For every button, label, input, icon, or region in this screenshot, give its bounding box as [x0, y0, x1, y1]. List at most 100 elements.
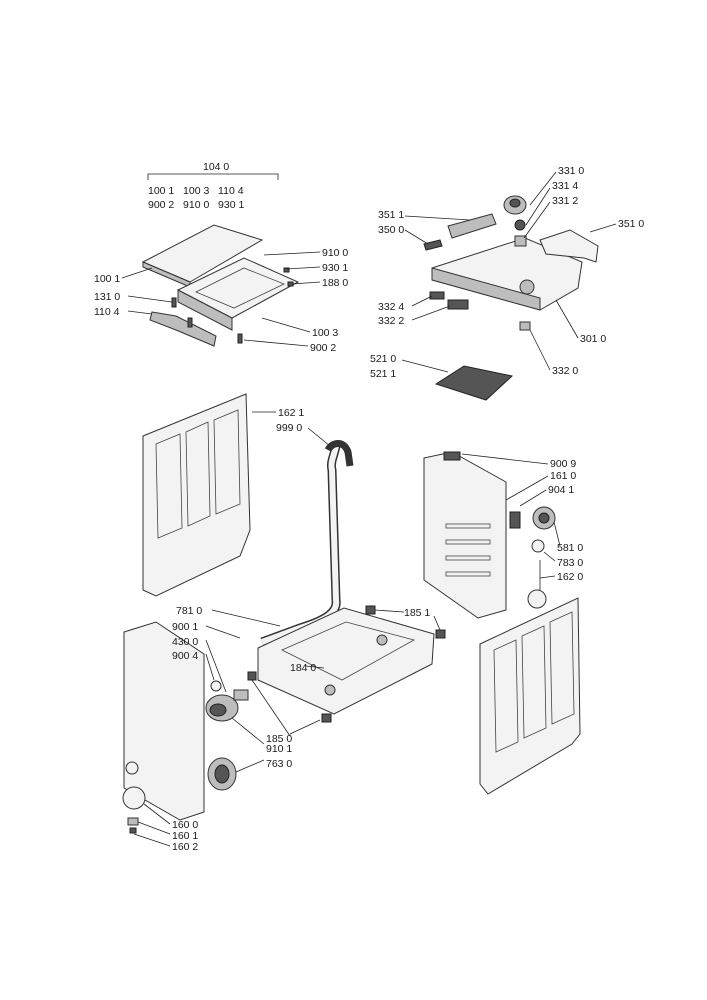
leader: [404, 229, 429, 245]
door-bellows-inner: [214, 764, 230, 784]
label-910-0: 910 0: [322, 247, 348, 259]
label-184-0: 184 0: [290, 662, 316, 674]
leader: [263, 251, 321, 256]
label-160-1: 160 1: [172, 830, 198, 842]
label-351-0: 351 0: [618, 218, 644, 230]
base-group: 185 1 184 0 185 0: [247, 605, 446, 745]
drain-pump-core: [538, 512, 550, 524]
leader: [231, 717, 265, 745]
label-900-9: 900 9: [550, 458, 576, 470]
hose-clip: [443, 451, 461, 461]
button-small: [519, 321, 531, 331]
panel-rib: [155, 433, 183, 539]
leader: [539, 575, 556, 579]
label-900-4: 900 4: [172, 650, 198, 662]
sump-outlet: [233, 689, 249, 701]
connector: [509, 511, 521, 529]
control-panel-front: [431, 267, 541, 311]
leader: [589, 223, 617, 233]
label-900-2: 900 2: [310, 342, 336, 354]
left-side-panel: [142, 393, 251, 597]
button: [429, 291, 445, 300]
leader: [401, 359, 449, 373]
knob-adapter: [514, 235, 527, 247]
leader: [529, 171, 557, 206]
board-bracket: [539, 229, 599, 263]
leader: [127, 295, 173, 303]
label-kit-row1: 100 1 100 3 110 4: [148, 185, 244, 197]
leader: [307, 427, 331, 447]
filter-door-opening: [125, 761, 139, 775]
label-331-2: 331 2: [552, 195, 578, 207]
knob-spring: [514, 219, 526, 231]
panel-rib: [521, 625, 547, 739]
drain-hose: [260, 445, 341, 647]
label-104-0: 104 0: [203, 161, 229, 173]
kit-bracket: [147, 173, 279, 180]
knob-cap: [509, 198, 521, 208]
label-185-1: 185 1: [404, 607, 430, 619]
detergent-dispenser: [434, 365, 514, 401]
front-trim: [149, 311, 217, 347]
label-332-0: 332 0: [552, 365, 578, 377]
leader: [261, 317, 311, 333]
label-331-4: 331 4: [552, 180, 578, 192]
base-hole: [376, 634, 388, 646]
leader: [305, 665, 325, 669]
screw: [237, 333, 243, 344]
leader: [433, 615, 441, 631]
leader: [289, 719, 321, 735]
screw: [283, 267, 290, 273]
hose-hook: [324, 440, 354, 467]
label-430-0: 430 0: [172, 636, 198, 648]
leader: [555, 299, 579, 339]
label-100-1: 100 1: [94, 273, 120, 285]
label-763-0: 763 0: [266, 758, 292, 770]
label-781-0: 781 0: [176, 605, 202, 617]
leader: [461, 453, 549, 465]
panel-rib: [493, 639, 519, 753]
leader: [143, 803, 171, 825]
filter-latch-pin: [129, 827, 137, 834]
leader: [553, 521, 561, 547]
display-module: [423, 239, 443, 251]
screw: [187, 317, 193, 328]
foot: [247, 671, 257, 681]
right-side-panel-group: [479, 597, 581, 795]
label-783-0: 783 0: [557, 557, 583, 569]
label-930-1: 930 1: [322, 262, 348, 274]
leader: [121, 267, 153, 279]
leader: [523, 201, 551, 239]
label-162-0: 162 0: [557, 571, 583, 583]
label-331-0: 331 0: [558, 165, 584, 177]
label-521-1: 521 1: [370, 368, 396, 380]
selector-hole: [519, 279, 535, 295]
leader: [243, 339, 309, 347]
control-panel-group: 331 0 331 4 331 2 351 1 350 0 351 0 332 …: [370, 165, 644, 401]
rear-panel: [423, 451, 507, 619]
label-185-0: 185 0: [266, 733, 292, 745]
hose-clamp: [210, 680, 222, 692]
leader: [205, 639, 227, 693]
panel-rib: [213, 409, 241, 515]
top-frame-opening: [195, 267, 285, 309]
foot: [365, 605, 376, 615]
label-160-0: 160 0: [172, 819, 198, 831]
leader: [411, 295, 433, 307]
leader: [374, 609, 405, 613]
sump-opening: [209, 703, 227, 717]
front-panel-group: 900 1 430 0 900 4 910 1 763 0 160 0 160 …: [122, 621, 292, 853]
filter-latch: [127, 817, 139, 826]
pump-seal: [531, 539, 545, 553]
base-inner: [281, 621, 416, 681]
label-900-1: 900 1: [172, 621, 198, 633]
label-351-1: 351 1: [378, 209, 404, 221]
label-131-0: 131 0: [94, 291, 120, 303]
screw: [171, 297, 177, 308]
label-160-2: 160 2: [172, 841, 198, 853]
leader: [505, 475, 549, 501]
rear-panel-slot: [445, 555, 491, 561]
leader: [404, 215, 471, 221]
electronic-board: [447, 213, 497, 239]
